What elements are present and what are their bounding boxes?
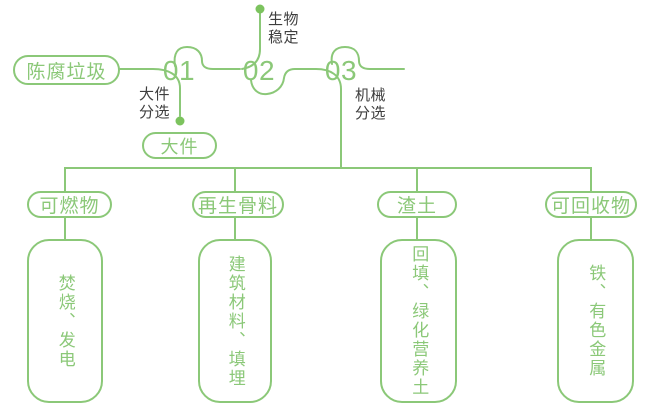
result-text: 建筑材料、填埋 — [225, 254, 245, 388]
category-pill-combustibles: 可燃物 — [27, 191, 112, 218]
result-box-recycled-aggregate: 建筑材料、填埋 — [198, 239, 272, 403]
label-mechanical-sorting: 机械 分选 — [355, 87, 387, 122]
arc-over-03 — [330, 45, 405, 70]
stage-number-02: 02 — [242, 54, 276, 86]
source-pill: 陈腐垃圾 — [13, 55, 120, 85]
category-pill-recycled-aggregate: 再生骨料 — [192, 191, 284, 218]
category-pill-recyclables: 可回收物 — [545, 191, 637, 218]
label-bio-stabilization: 生物 稳定 — [268, 11, 300, 46]
pill-to-box-connectors — [64, 217, 592, 240]
result-text: 焚烧、发电 — [55, 273, 75, 369]
line-bio-connector — [241, 12, 261, 70]
line-02-to-03-drop — [250, 68, 342, 169]
branch-mid-drops — [234, 167, 418, 192]
stage-number-03: 03 — [324, 54, 358, 86]
result-box-slag-soil: 回填、绿化营养土 — [380, 239, 457, 403]
line-source-to-bulky — [119, 68, 181, 117]
stage-number-01: 01 — [162, 54, 196, 86]
category-pill-slag-soil: 渣土 — [377, 191, 457, 218]
arc-over-01 — [173, 45, 241, 70]
bio-node-dot — [255, 4, 265, 14]
result-box-recyclables: 铁、有色金属 — [557, 239, 634, 403]
bulky-output-pill: 大件 — [142, 132, 217, 159]
result-text: 铁、有色金属 — [586, 264, 606, 378]
bulky-node-dot — [175, 116, 185, 126]
branch-trunk — [64, 167, 592, 192]
label-bulky-sorting: 大件 分选 — [139, 86, 171, 121]
result-box-combustibles: 焚烧、发电 — [27, 239, 103, 403]
result-text: 回填、绿化营养土 — [409, 245, 429, 397]
